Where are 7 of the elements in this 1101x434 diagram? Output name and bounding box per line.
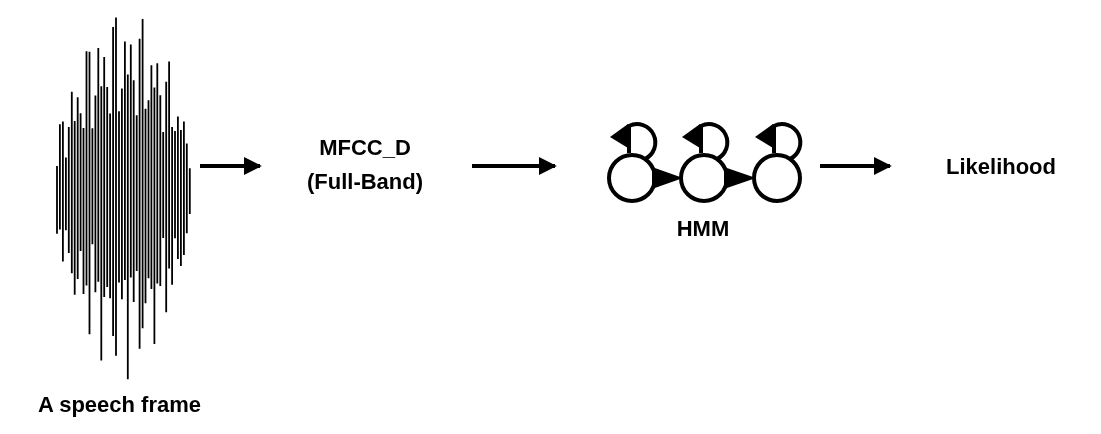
stage-label: MFCC_D (Full-Band) bbox=[305, 134, 425, 196]
model-label: HMM bbox=[675, 215, 731, 243]
arrow bbox=[820, 157, 892, 175]
arrow bbox=[472, 157, 557, 175]
arrow bbox=[200, 157, 262, 175]
picture-caption: A speech frame bbox=[38, 391, 203, 419]
stage-label: Likelihood bbox=[945, 153, 1057, 181]
